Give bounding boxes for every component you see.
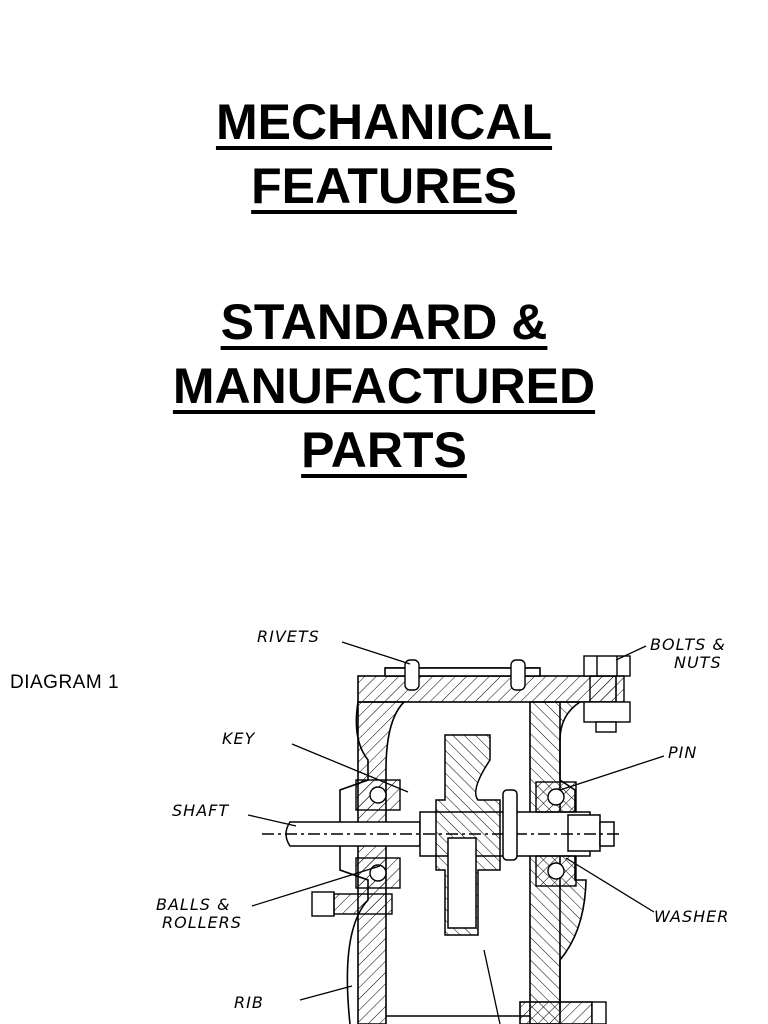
label-bolts-line-2: NUTS <box>674 653 722 672</box>
label-bolts-nuts: BOLTS & NUTS <box>650 636 726 672</box>
bolt-and-nut <box>583 655 631 733</box>
subtitle-line-1: STANDARD & <box>220 294 548 350</box>
bearing-right-bottom <box>535 855 577 887</box>
main-title-line-1: MECHANICAL <box>215 94 553 150</box>
bolt-shank <box>589 675 625 703</box>
main-title: MECHANICAL FEATURES <box>0 90 768 218</box>
main-title-line-2: FEATURES <box>251 158 517 214</box>
leader-lines <box>247 641 665 1024</box>
ball-2 <box>369 864 387 882</box>
rivet-strip-plate <box>384 667 541 677</box>
bottom-flange <box>519 1001 593 1024</box>
bottom-bolt-shank <box>333 893 393 915</box>
bottom-bolt <box>311 891 393 917</box>
rivet-right <box>510 659 526 691</box>
label-rib: RIB <box>234 993 264 1012</box>
label-rivets: RIVETS <box>257 627 320 646</box>
diagram-label: DIAGRAM 1 <box>10 672 120 693</box>
bolt-tip <box>595 721 617 733</box>
leader-rib <box>299 985 353 1001</box>
leader-rivets <box>341 641 411 665</box>
top-cover-plate <box>357 675 617 703</box>
balls <box>369 786 565 882</box>
bottom-right-bolt-head <box>591 1001 607 1024</box>
bottom-bolt-head <box>311 891 335 917</box>
subtitle-line-3: PARTS <box>301 422 467 478</box>
pin <box>502 789 518 861</box>
subtitle-line-2: MANUFACTURED <box>172 358 596 414</box>
ball-3 <box>547 788 565 806</box>
leader-washer <box>565 857 655 913</box>
label-balls-line-2: ROLLERS <box>162 913 242 932</box>
rivet-left <box>404 659 420 691</box>
ball-4 <box>547 862 565 880</box>
nut <box>583 655 631 677</box>
label-pin: PIN <box>668 743 698 762</box>
label-key: KEY <box>222 729 256 748</box>
shaft <box>285 821 421 847</box>
rivets-group <box>404 659 526 691</box>
gear-group <box>435 734 518 936</box>
subtitle: STANDARD & MANUFACTURED PARTS <box>0 290 768 482</box>
label-shaft: SHAFT <box>172 801 230 820</box>
label-washer: WASHER <box>654 907 730 926</box>
shaft-nut <box>567 814 601 852</box>
label-balls-rollers: BALLS & ROLLERS <box>156 896 242 932</box>
label-bolts-line-1: BOLTS & <box>650 635 726 654</box>
leader-key <box>291 743 409 793</box>
leader-balls <box>251 865 381 907</box>
gear-bore <box>447 837 477 929</box>
bottom-right-bolt <box>591 1001 607 1024</box>
bolt-head <box>583 701 631 723</box>
leader-bolts <box>615 645 647 661</box>
left-flange <box>339 701 369 1024</box>
leader-bottom <box>483 949 501 1024</box>
leader-pin <box>559 755 665 791</box>
ball-1 <box>369 786 387 804</box>
leader-shaft <box>247 814 297 827</box>
label-balls-line-1: BALLS & <box>156 895 231 914</box>
